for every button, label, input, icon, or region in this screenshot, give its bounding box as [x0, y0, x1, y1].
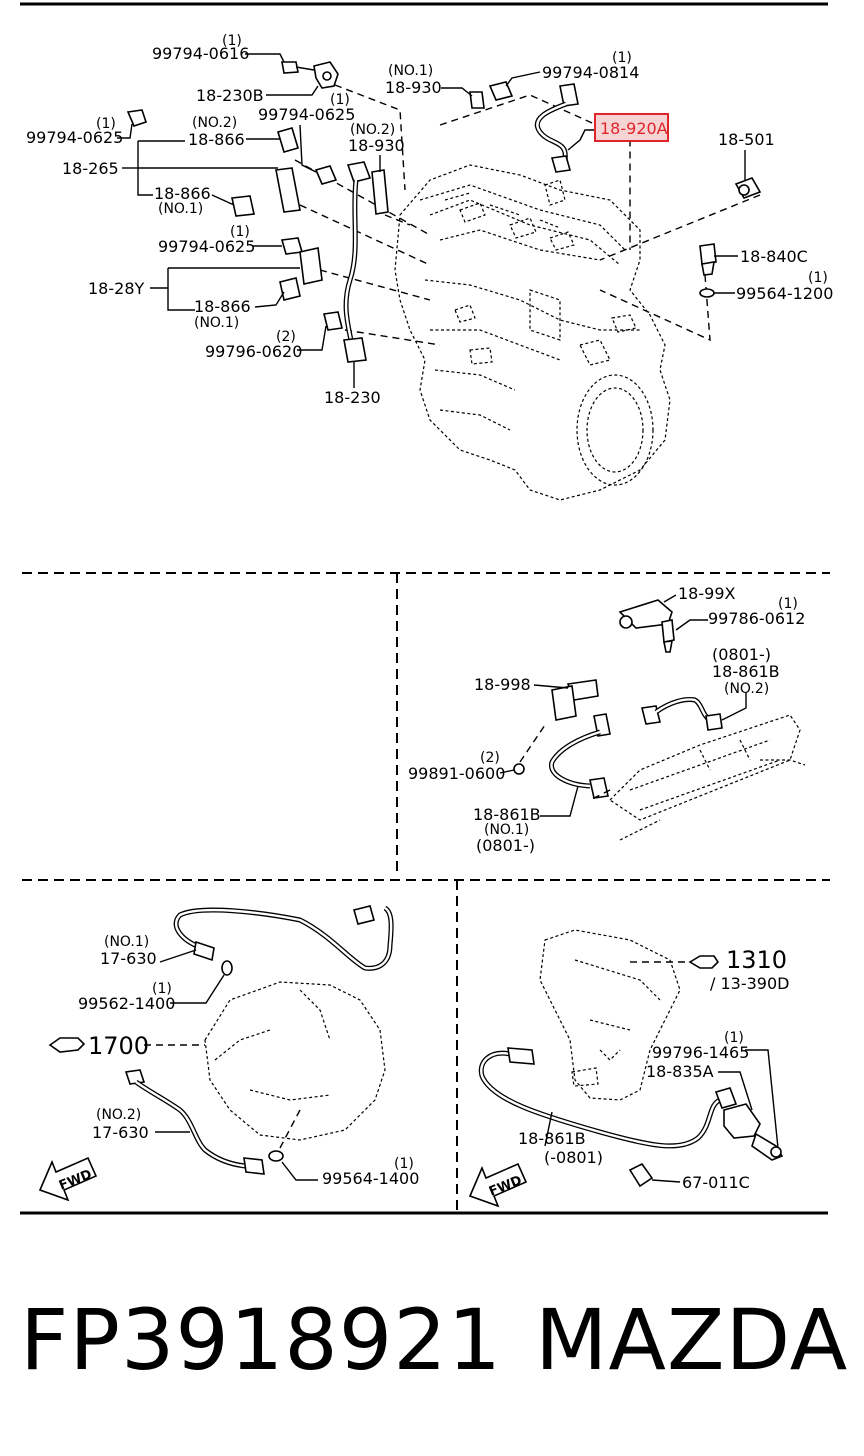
harness-18-861b-no1: [549, 713, 611, 799]
callout-reference: / 13-390D: [710, 974, 789, 993]
callout-part-number: 99794-0625: [26, 128, 123, 147]
callout-note: (NO.2): [350, 122, 395, 138]
highlight-box: [594, 113, 669, 142]
exhaust-pipe-outline: [609, 714, 806, 841]
callout-part-number: 18-861B: [473, 805, 541, 824]
callout-qty: (1): [222, 33, 242, 49]
callout-qty: (1): [724, 1030, 744, 1046]
part-67-011c: [628, 1162, 654, 1188]
sensor-17-630-no1: [173, 905, 394, 976]
callout-part-number: 18-99X: [678, 584, 735, 603]
part-number-label: FP3918921: [20, 1291, 503, 1389]
callout-note: (NO.2): [192, 115, 237, 131]
transmission-outline: [204, 981, 386, 1141]
callout-part-number: 99564-1200: [736, 284, 833, 303]
pointing-hand-icon: [48, 1037, 86, 1053]
callout-part-number: 67-011C: [682, 1173, 750, 1192]
callout-qty: (1): [96, 116, 116, 132]
callout-note: (NO.2): [96, 1107, 141, 1123]
callout-part-number: 18-930: [348, 136, 405, 155]
sensor-18-840c: [699, 243, 717, 298]
section-separators: [20, 572, 830, 1215]
callout-qty: (1): [394, 1156, 414, 1172]
callout-part-number: 18-861B: [518, 1129, 586, 1148]
callout-part-number: 17-630: [100, 949, 157, 968]
fwd-arrow-icon: FWD: [468, 1162, 528, 1208]
footer: FP3918921 MAZDA: [0, 1290, 864, 1400]
callout-part-number: 18-265: [62, 159, 119, 178]
callout-part-number: 18-501: [718, 130, 775, 149]
callout-part-number: 17-630: [92, 1123, 149, 1142]
brand-label: MAZDA: [535, 1291, 849, 1389]
callout-part-number: 99794-0625: [158, 237, 255, 256]
engine-block: [394, 164, 671, 501]
callout-note: (NO.1): [104, 934, 149, 950]
callout-qty: (2): [480, 750, 500, 766]
callout-qty: (1): [778, 596, 798, 612]
callout-part-number: 18-866: [194, 297, 251, 316]
callout-note: (NO.1): [484, 822, 529, 838]
callout-qty: (1): [230, 224, 250, 240]
callout-part-number: 99786-0612: [708, 609, 805, 628]
callout-part-number: 18-998: [474, 675, 531, 694]
callout-note: (NO.1): [194, 315, 239, 331]
callout-part-number: 99564-1400: [322, 1169, 419, 1188]
callout-part-number: 99562-1400: [78, 994, 175, 1013]
callout-part-number: 99794-0625: [258, 105, 355, 124]
engine-lower-outline: [539, 929, 681, 1101]
harness-18-861b-lower: [478, 1047, 738, 1149]
pointing-hand-icon: [688, 955, 720, 969]
sensor-17-630-no2: [124, 1069, 284, 1175]
callout-note: (NO.1): [388, 63, 433, 79]
callout-part-number: 18-866: [154, 184, 211, 203]
sensor-18-501: [734, 177, 762, 199]
callout-qty: (2): [276, 329, 296, 345]
harness-18-861b-no2: [641, 697, 723, 731]
sensor-18-998: [513, 679, 599, 775]
callout-highlighted-part: 18-920A: [600, 119, 668, 138]
callout-part-number: 99891-0600: [408, 764, 505, 783]
callout-qty: (1): [152, 981, 172, 997]
parts-diagram: (1) 99794-0616 18-230B (1) 99794-0625 (1…: [20, 2, 833, 1215]
callout-part-number: 18-835A: [646, 1062, 714, 1081]
sensor-18-835a: [723, 1103, 784, 1161]
callout-note: (NO.2): [724, 681, 769, 697]
fwd-arrow-icon: FWD: [38, 1156, 98, 1202]
callout-part-number: 18-28Y: [88, 279, 144, 298]
callout-date-range: (0801-): [476, 836, 535, 855]
callout-date-range: (0801-): [712, 645, 771, 664]
callout-part-number: 99796-1465: [652, 1043, 749, 1062]
callout-part-number: 18-230: [324, 388, 381, 407]
sensor-18-920a: [488, 81, 579, 173]
middle-leader-lines: [499, 594, 747, 817]
sensor-18-866-no2: [126, 109, 338, 217]
callout-part-number: 99794-0814: [542, 63, 639, 82]
callout-note: (NO.1): [158, 201, 203, 217]
sensor-18-230b: [281, 61, 339, 89]
callout-part-number: 18-230B: [196, 86, 264, 105]
callout-reference: 1310: [726, 946, 787, 974]
callout-part-number: 18-840C: [740, 247, 808, 266]
callout-date-range: (-0801): [544, 1148, 603, 1167]
top-leader-lines: [117, 53, 746, 388]
callout-qty: (1): [612, 50, 632, 66]
callout-part-number: 99794-0616: [152, 44, 249, 63]
callout-qty: (1): [808, 270, 828, 286]
bottom-right-leader-lines: [544, 961, 779, 1183]
sensor-18-28y: [279, 237, 323, 301]
callout-part-number: 18-861B: [712, 662, 780, 681]
callout-part-number: 18-930: [385, 78, 442, 97]
bottom-left-leader-lines: [144, 949, 318, 1181]
callout-part-number: 99796-0620: [205, 342, 302, 361]
callout-reference: 1700: [88, 1032, 149, 1060]
callout-qty: (1): [330, 92, 350, 108]
sensor-18-99x: [618, 599, 675, 653]
callout-part-number: 18-866: [188, 130, 245, 149]
